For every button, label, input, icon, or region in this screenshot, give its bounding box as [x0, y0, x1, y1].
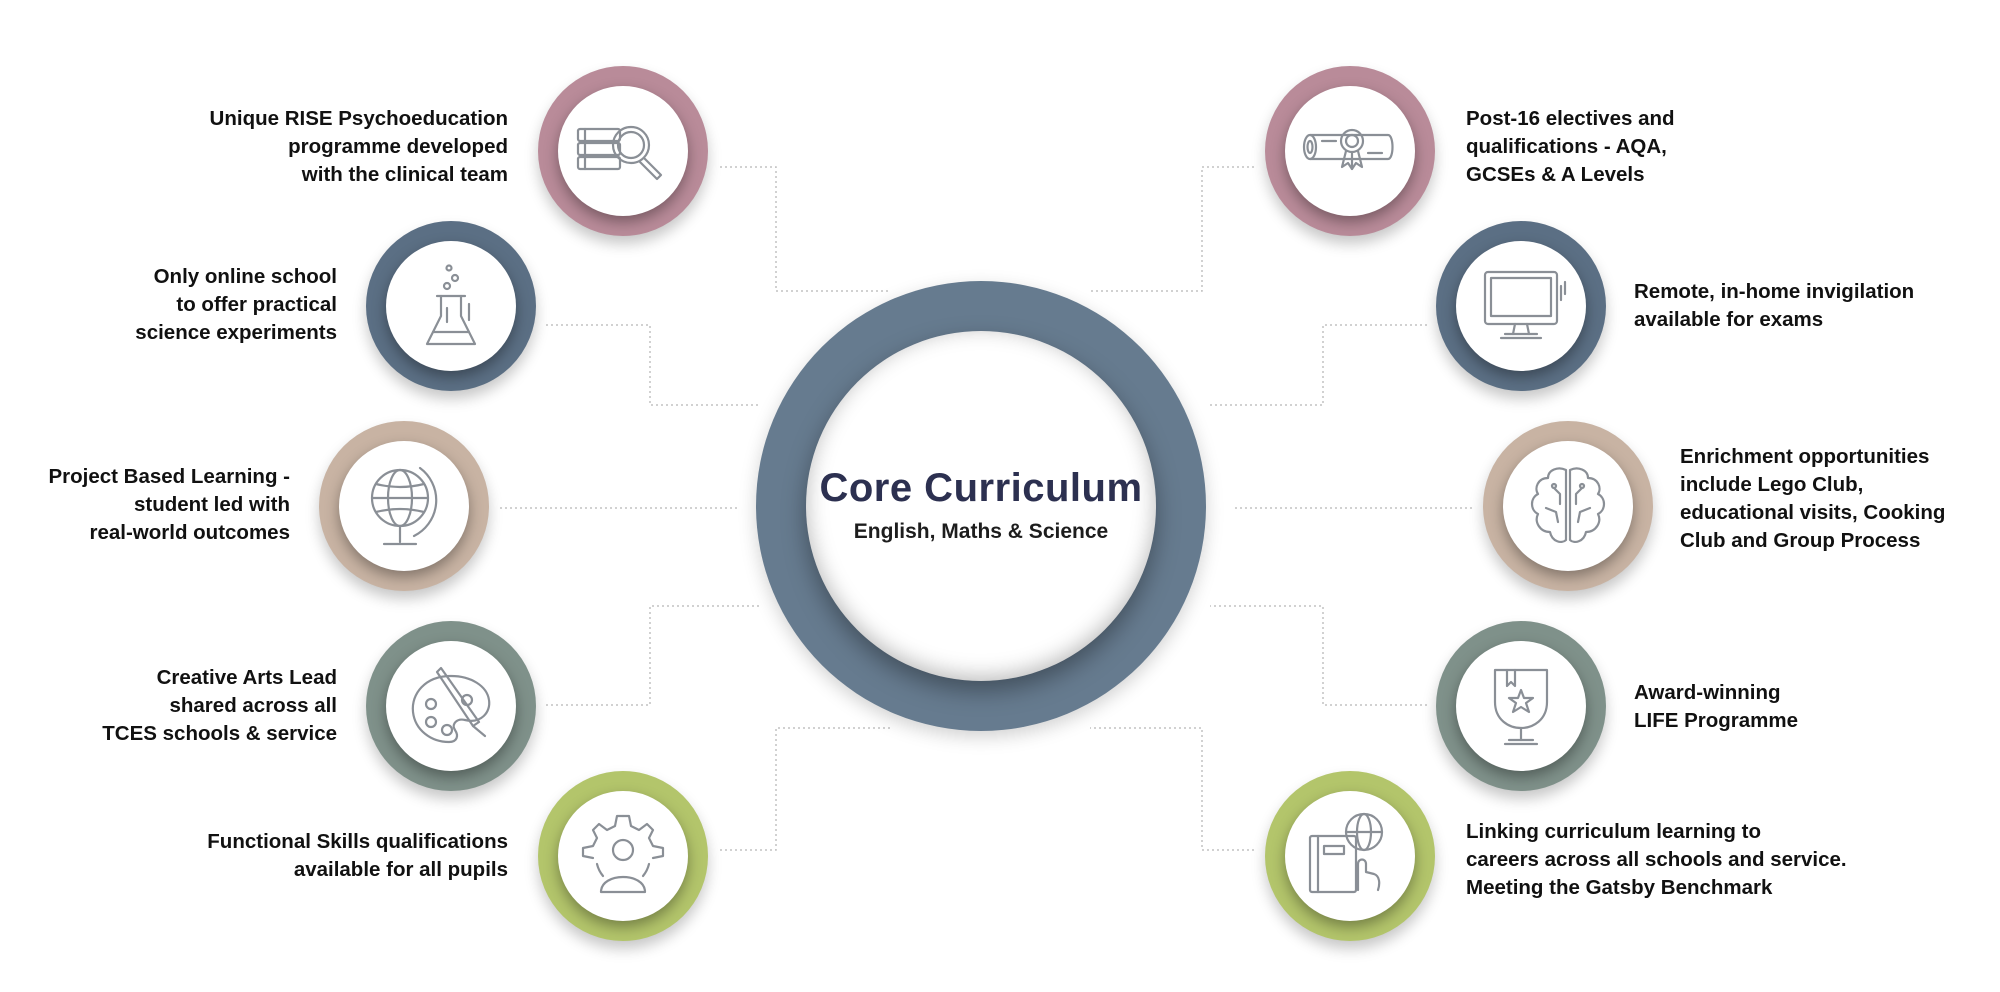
feature-label-line: available for exams: [1634, 308, 1824, 331]
feature-label: Functional Skills qualifications availabl…: [207, 828, 508, 884]
computer-monitor-icon: [1456, 241, 1586, 371]
feature-label: Unique RISE Psychoeducation programme dev…: [210, 105, 508, 189]
feature-label-line: educational visits, Cooking: [1680, 501, 1946, 524]
feature-label-line: programme developed: [288, 135, 508, 158]
feature-label-line: Only online school: [153, 265, 337, 288]
feature-label-line: LIFE Programme: [1634, 709, 1799, 732]
feature-node: [1436, 621, 1606, 791]
feature-label-line: Unique RISE Psychoeducation: [209, 107, 508, 130]
brain-icon: [1503, 441, 1633, 571]
feature-label-line: real-world outcomes: [89, 521, 291, 544]
gear-person-icon: [558, 791, 688, 921]
connector-line: [720, 727, 890, 851]
feature-label-line: Award-winning: [1634, 681, 1781, 704]
feature-label: Project Based Learning - student led with…: [48, 463, 290, 547]
feature-label-line: qualifications - AQA,: [1466, 135, 1667, 158]
feature-label-line: Enrichment opportunities: [1680, 445, 1930, 468]
feature-label-line: careers across all schools and service.: [1466, 848, 1847, 871]
feature-node: [1265, 66, 1435, 236]
feature-label-line: Meeting the Gatsby Benchmark: [1466, 876, 1773, 899]
feature-label: Linking curriculum learning to careers ac…: [1466, 818, 1847, 902]
feature-label: Post-16 electives and qualifications - AQ…: [1466, 105, 1675, 189]
feature-node: [1483, 421, 1653, 591]
connector-line: [546, 605, 760, 706]
globe-icon: [339, 441, 469, 571]
feature-node: [366, 221, 536, 391]
feature-node: [1265, 771, 1435, 941]
feature-label: Remote, in-home invigilation available fo…: [1634, 278, 1914, 334]
feature-node: [1436, 221, 1606, 391]
trophy-star-icon: [1456, 641, 1586, 771]
connector-line: [720, 166, 890, 292]
connector-line: [1210, 324, 1427, 406]
feature-label-line: with the clinical team: [301, 163, 508, 186]
core-curriculum-title: Core Curriculum: [819, 466, 1143, 510]
core-curriculum-subtitle: English, Maths & Science: [853, 520, 1109, 543]
feature-label-line: available for all pupils: [293, 858, 508, 881]
paint-palette-icon: [386, 641, 516, 771]
feature-label-line: Functional Skills qualifications: [207, 830, 508, 853]
flask-icon: [386, 241, 516, 371]
feature-label-line: student led with: [133, 493, 290, 516]
feature-label-line: TCES schools & service: [102, 722, 337, 745]
feature-label-line: to offer practical: [176, 293, 337, 316]
feature-label-line: Post-16 electives and: [1466, 107, 1675, 130]
feature-label-line: Remote, in-home invigilation: [1634, 280, 1915, 303]
connector-line: [1210, 605, 1427, 706]
feature-label-line: Project Based Learning -: [48, 465, 290, 488]
feature-node: [538, 771, 708, 941]
book-globe-hand-icon: [1285, 791, 1415, 921]
feature-label-line: Club and Group Process: [1680, 529, 1921, 552]
feature-label-line: Creative Arts Lead: [156, 666, 337, 689]
connector-line: [1090, 166, 1254, 292]
feature-label: Enrichment opportunities include Lego Clu…: [1680, 443, 1945, 555]
feature-label-line: science experiments: [135, 321, 337, 344]
feature-node: [366, 621, 536, 791]
connector-line: [546, 324, 760, 406]
feature-label-line: Linking curriculum learning to: [1466, 820, 1761, 843]
feature-label-line: shared across all: [169, 694, 337, 717]
books-magnifier-icon: [558, 86, 688, 216]
feature-node: [319, 421, 489, 591]
connector-line: [1090, 727, 1254, 851]
diploma-scroll-icon: [1285, 86, 1415, 216]
feature-node: [538, 66, 708, 236]
feature-label: Only online school to offer practical scie…: [135, 263, 337, 347]
core-curriculum-center: [806, 331, 1156, 681]
feature-label-line: include Lego Club,: [1680, 473, 1864, 496]
feature-label-line: GCSEs & A Levels: [1466, 163, 1645, 186]
